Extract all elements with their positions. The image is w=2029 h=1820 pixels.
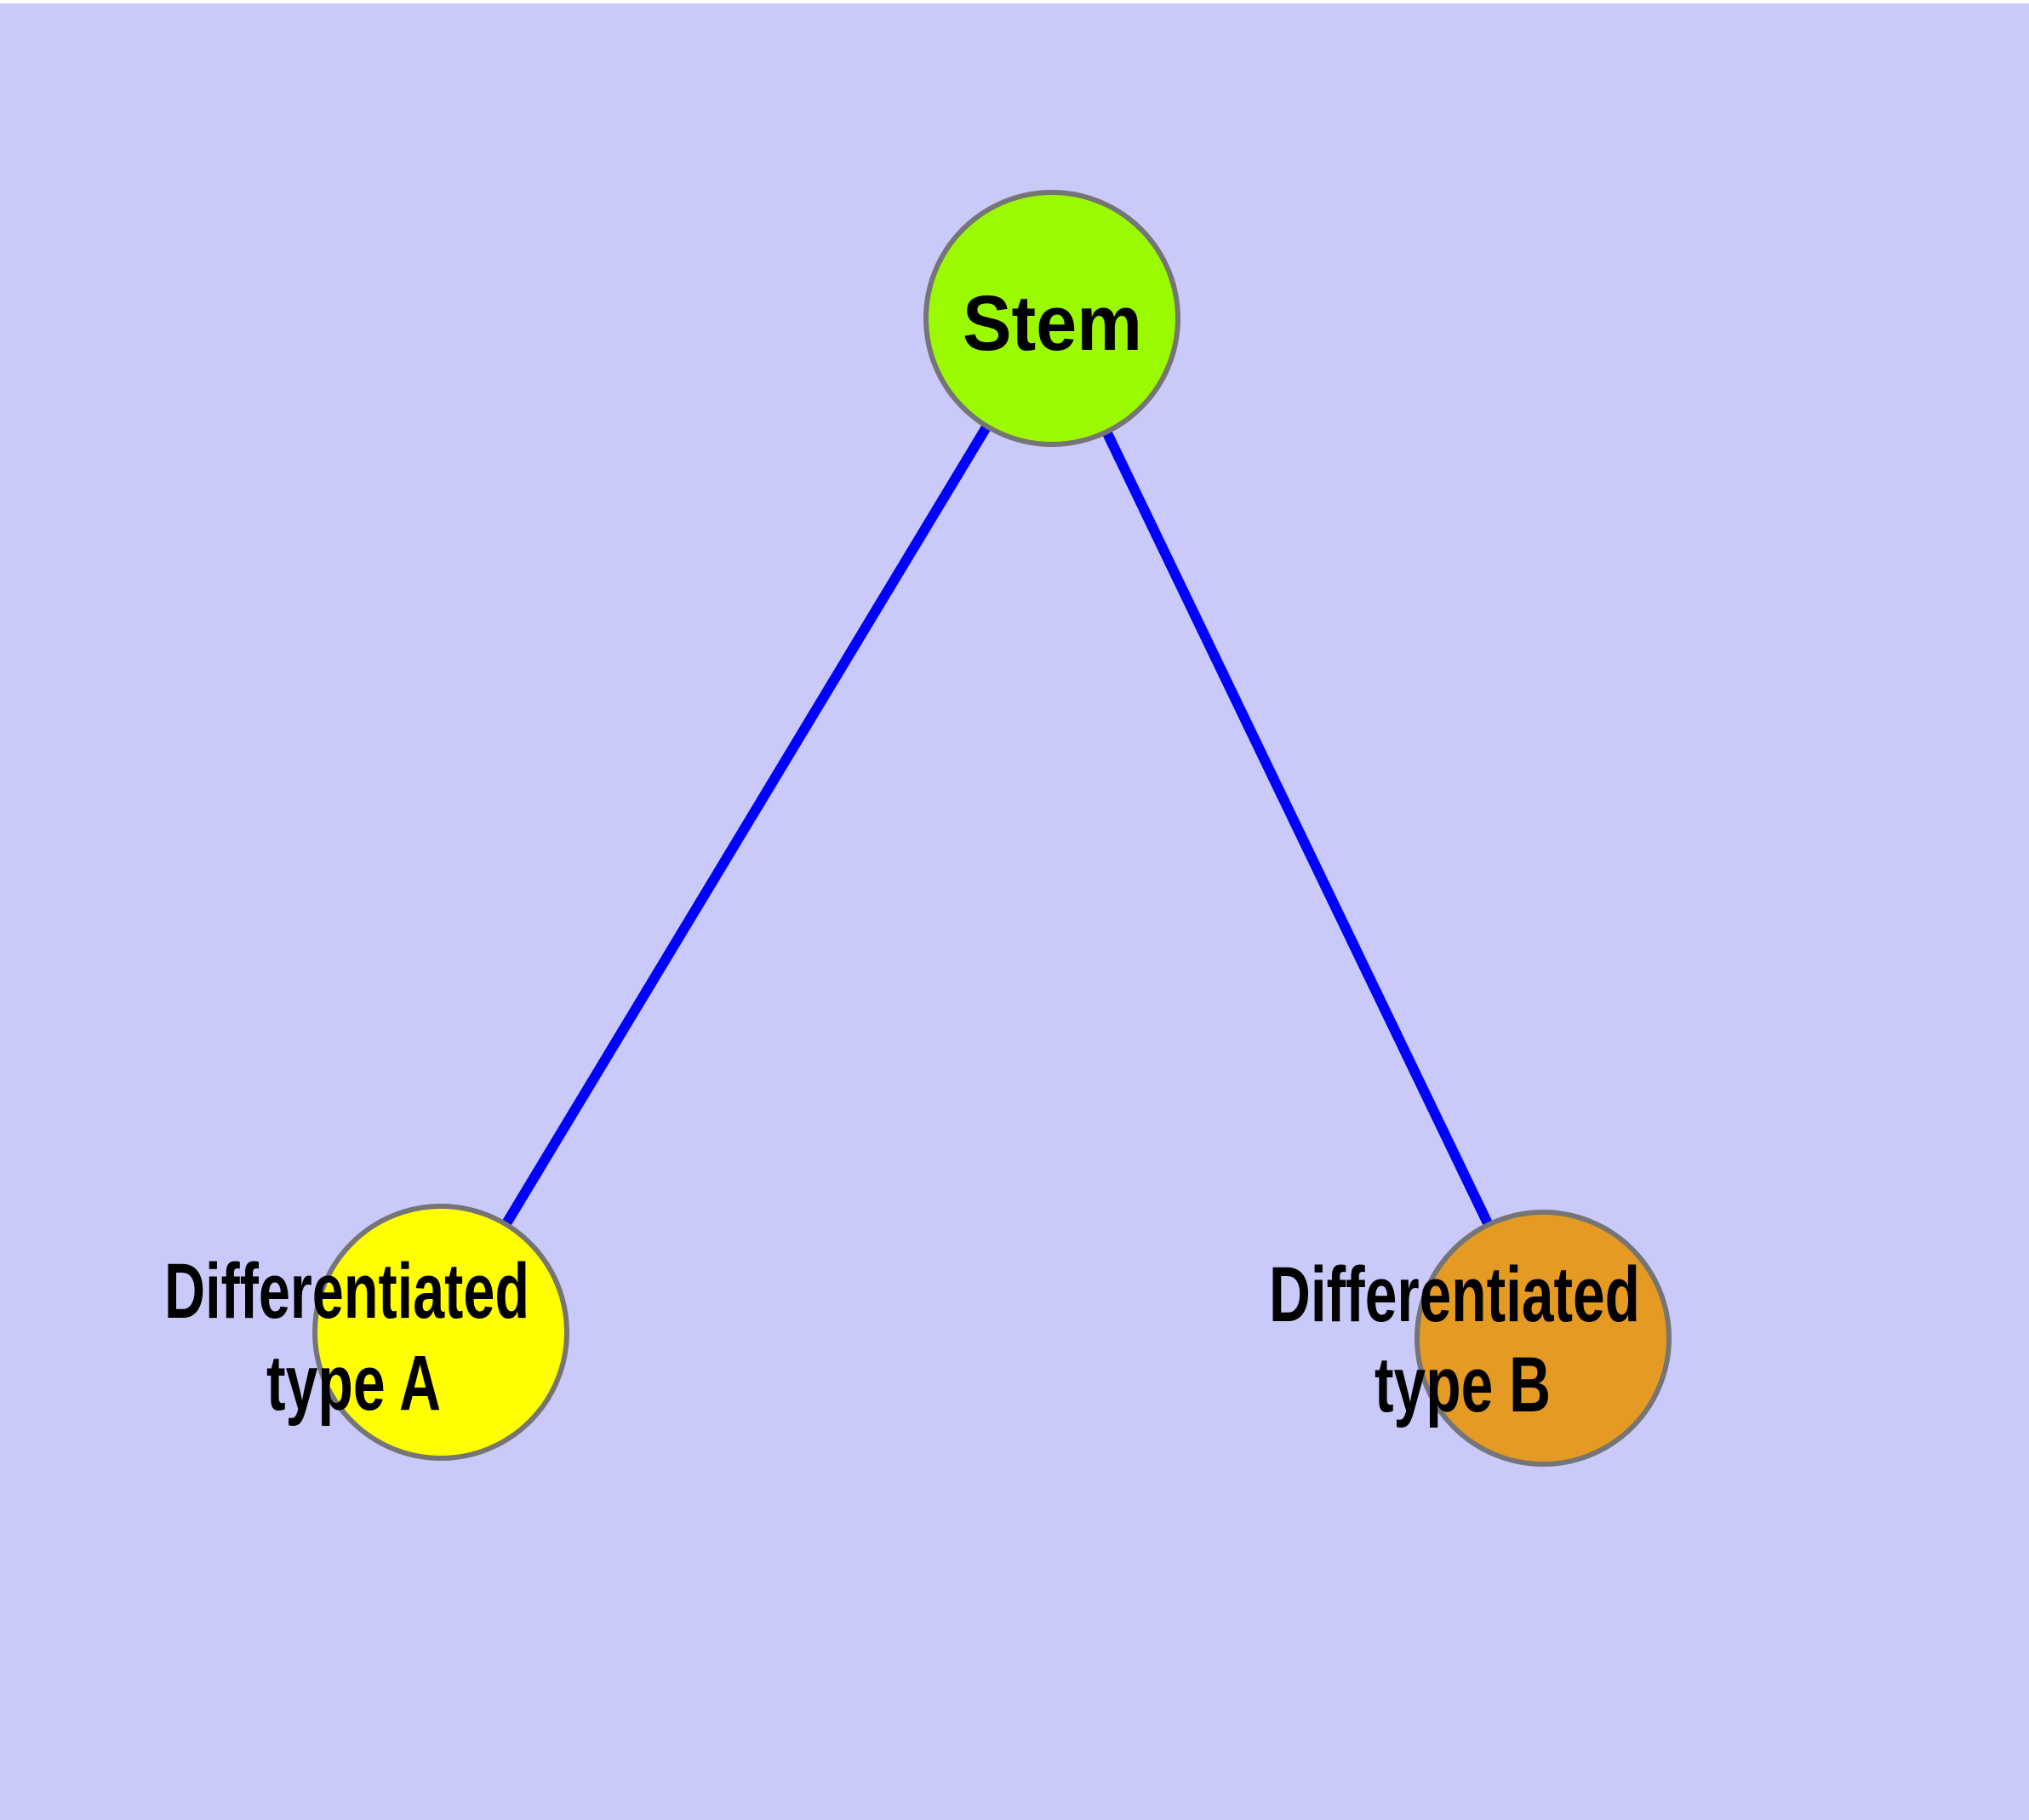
node-differentiated-type-b-circle [1415, 1210, 1672, 1467]
node-group [312, 190, 1672, 1467]
edge-stem-to-type-a [436, 315, 1057, 1336]
label-group: Stem Differentiated type A Differentiate… [164, 280, 1640, 1428]
node-stem-label: Stem [963, 280, 1142, 367]
edge-stem-to-type-b [1047, 316, 1548, 1341]
node-differentiated-type-b-label-line2: type B [1375, 1342, 1551, 1428]
node-differentiated-type-a-label-line2: type A [266, 1340, 441, 1427]
node-differentiated-type-a-circle [312, 1204, 569, 1461]
node-differentiated-type-a-label-line1: Differentiated [164, 1248, 529, 1335]
node-stem-circle [923, 190, 1180, 447]
node-differentiated-type-b-label-line1: Differentiated [1269, 1251, 1640, 1338]
edge-group [436, 315, 1548, 1341]
top-margin-strip [0, 0, 2029, 3]
